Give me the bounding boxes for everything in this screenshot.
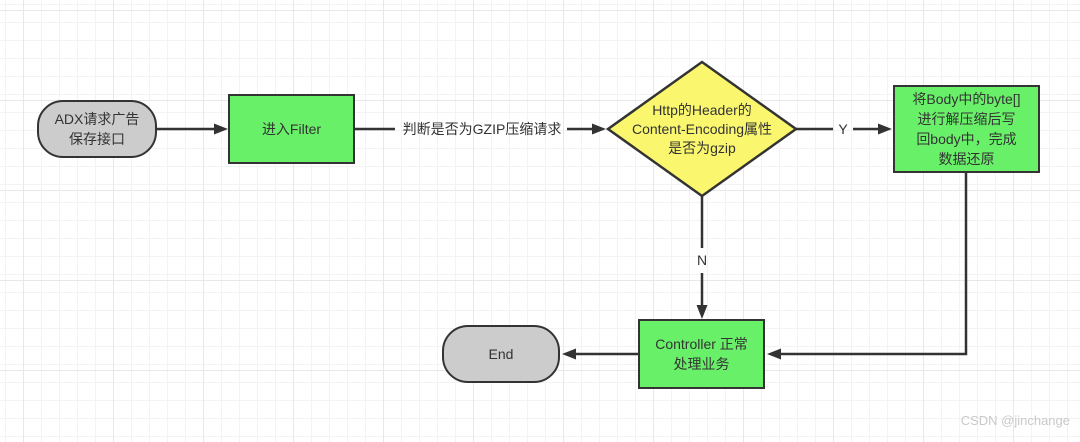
gzip-decision-label: Http的Header的 Content-Encoding属性 是否为gzip <box>631 101 773 156</box>
edge-label-yes: Y <box>838 121 848 137</box>
edge-label-gzip-check: 判断是否为GZIP压缩请求 <box>402 121 562 137</box>
gzip-decision-node: Http的Header的 Content-Encoding属性 是否为gzip <box>605 59 799 199</box>
csdn-watermark: CSDN @jinchange <box>960 413 1070 428</box>
decision-diamond-shape <box>605 60 799 198</box>
controller-node: Controller 正常 处理业务 <box>638 319 765 389</box>
end-node: End <box>442 325 560 383</box>
start-node: ADX请求广告 保存接口 <box>37 100 157 158</box>
edge-controller-to-end <box>562 348 638 360</box>
edge-start-to-filter <box>157 123 228 135</box>
enter-filter-node: 进入Filter <box>228 94 355 164</box>
edge-decompress-to-controller <box>767 173 968 360</box>
decompress-node: 将Body中的byte[] 进行解压缩后写 回body中，完成 数据还原 <box>893 85 1040 173</box>
edge-label-no: N <box>696 252 708 268</box>
